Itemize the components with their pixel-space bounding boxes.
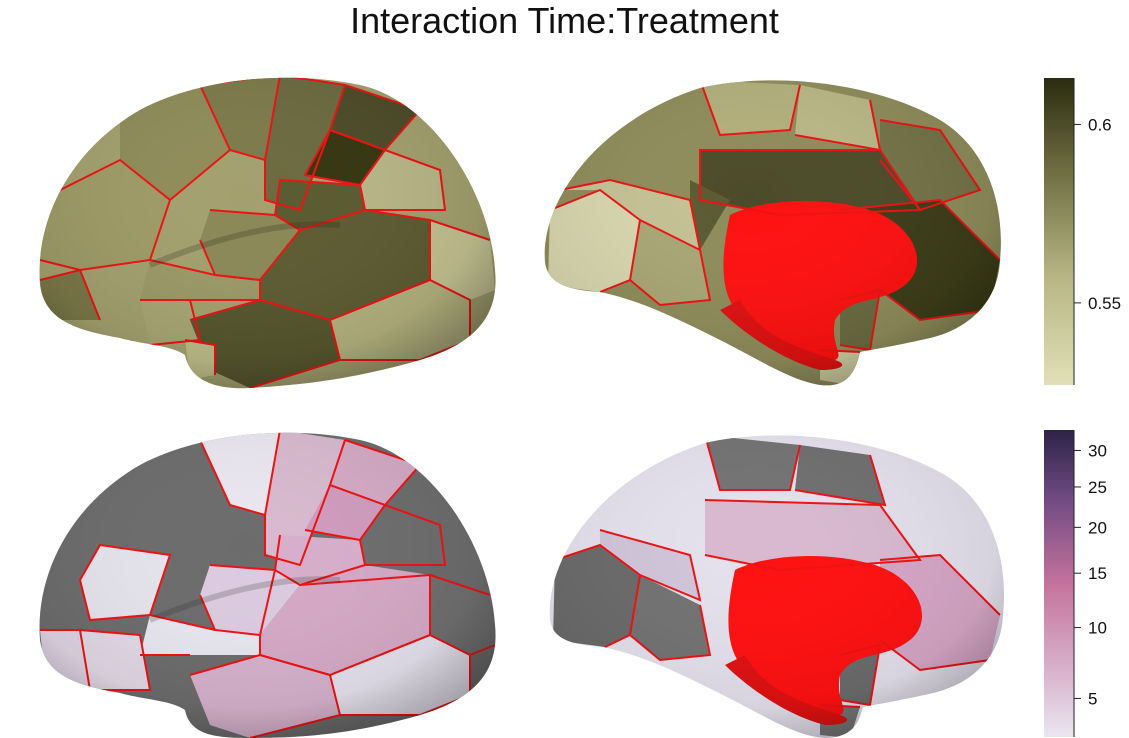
- colorbar-bottom-tick-label: 20: [1088, 518, 1107, 537]
- colorbar-bottom: 30 25 20 15 10 5: [1044, 430, 1107, 737]
- figure-title: Interaction Time:Treatment: [350, 0, 779, 41]
- colorbar-bottom-tick-label: 30: [1088, 441, 1107, 460]
- brain-lateral-bottom: [39, 432, 496, 738]
- brain-lateral-top: [39, 77, 496, 389]
- colorbar-bottom-tick-label: 5: [1088, 689, 1097, 708]
- colorbar-bottom-tick-label: 10: [1088, 619, 1107, 638]
- colorbar-bottom-ticks: 30 25 20 15 10 5: [1074, 441, 1107, 708]
- colorbar-top-gradient: [1044, 78, 1074, 385]
- colorbar-top-tick-label: 0.55: [1088, 294, 1121, 313]
- colorbar-top-ticks: 0.6 0.55: [1074, 115, 1121, 313]
- colorbar-bottom-tick-label: 15: [1088, 564, 1107, 583]
- colorbar-bottom-gradient: [1044, 430, 1074, 737]
- brain-medial-top: [544, 80, 1001, 386]
- brain-medial-bottom: [549, 435, 1004, 738]
- colorbar-bottom-tick-label: 25: [1088, 478, 1107, 497]
- colorbar-top-tick-label: 0.6: [1088, 115, 1112, 134]
- colorbar-top: 0.6 0.55: [1044, 78, 1121, 385]
